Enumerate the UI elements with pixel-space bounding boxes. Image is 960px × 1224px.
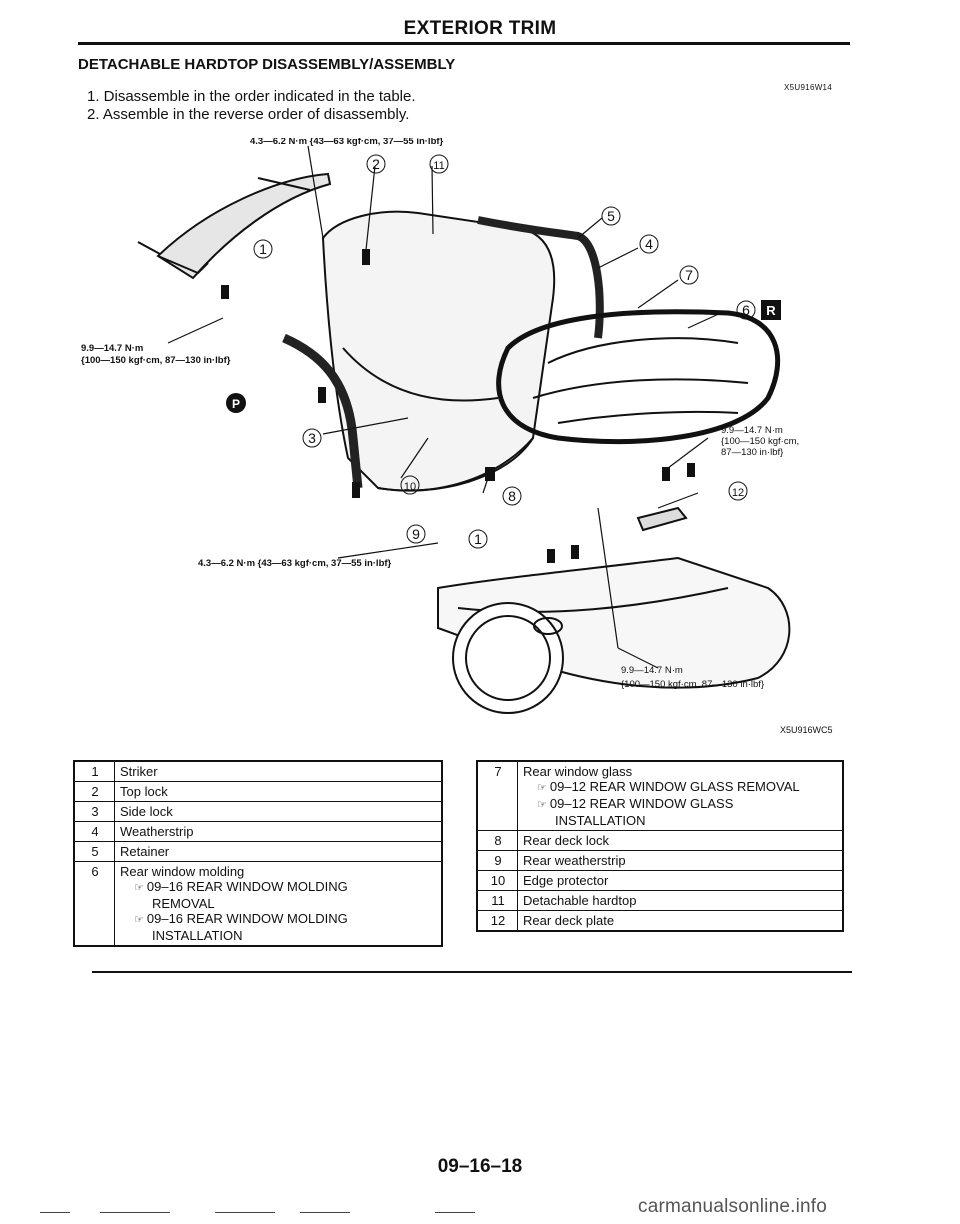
callout-7: 7: [679, 265, 699, 285]
svg-text:R: R: [766, 303, 776, 318]
hand-pointer-icon: ☞: [537, 799, 547, 811]
rear-window-frame: [496, 309, 781, 445]
callout-9: 9: [406, 524, 426, 544]
parts-table-right: 7 Rear window glass ☞09–12 REAR WINDOW G…: [476, 760, 844, 932]
callout-1: 1: [253, 239, 273, 259]
hand-pointer-icon: ☞: [537, 782, 547, 794]
svg-text:7: 7: [685, 267, 693, 283]
scan-artifact: [300, 1212, 350, 1213]
part-name: Rear window molding: [120, 864, 245, 879]
scan-artifact: [100, 1212, 170, 1213]
hand-pointer-icon: ☞: [134, 882, 144, 894]
section-title: DETACHABLE HARDTOP DISASSEMBLY/ASSEMBLY: [78, 56, 456, 73]
svg-text:6: 6: [742, 302, 750, 318]
callout-6: 6: [736, 300, 756, 320]
torque-left-1: 9.9—14.7 N·m: [81, 343, 143, 354]
callout-1b: 1: [468, 529, 488, 549]
hardtop-exploded-diagram: 1 2 11 5 4 7 6 3 10 8 9 12 1 R P 4.3—6.2…: [81, 138, 833, 735]
table-row: 6 Rear window molding ☞09–16 REAR WINDOW…: [74, 861, 442, 947]
svg-text:8: 8: [508, 488, 516, 504]
badge-r: R: [761, 300, 781, 320]
document-code: X5U916W14: [784, 83, 833, 92]
torque-bottom-right-1: 9.9—14.7 N·m: [621, 665, 683, 676]
callout-8: 8: [502, 486, 522, 506]
removal-reference-link[interactable]: ☞09–12 REAR WINDOW GLASS REMOVAL: [537, 779, 800, 794]
svg-text:12: 12: [732, 487, 744, 499]
fastener-bolts: [221, 249, 695, 563]
torque-specs: 4.3—6.2 N·m {43—63 kgf·cm, 37—55 in·lbf}…: [81, 138, 799, 690]
instruction-step-1: 1. Disassemble in the order indicated in…: [87, 88, 416, 105]
watermark-text: carmanualsonline.info: [638, 1196, 828, 1217]
removal-reference-link[interactable]: ☞09–16 REAR WINDOW MOLDING: [134, 879, 348, 894]
weatherstrip-part: [477, 216, 604, 339]
torque-bottom-right-2: {100—150 kgf·cm, 87—130 in·lbf}: [621, 679, 764, 690]
rear-deck-plate: [636, 506, 688, 532]
svg-text:3: 3: [308, 430, 316, 446]
installation-reference-link[interactable]: ☞09–12 REAR WINDOW GLASS: [537, 796, 734, 811]
torque-right-1: 9.9—14.7 N·m: [721, 425, 783, 436]
torque-bottom-mid: 4.3—6.2 N·m {43—63 kgf·cm, 37—55 in·lbf}: [198, 558, 392, 569]
callout-2: 2: [366, 154, 386, 174]
callout-10: 10: [400, 475, 420, 495]
rear-deck-body: [437, 556, 791, 714]
hardtop-shell: [321, 210, 556, 492]
svg-text:5: 5: [607, 208, 615, 224]
callout-4: 4: [639, 234, 659, 254]
page-header-title: EXTERIOR TRIM: [403, 18, 557, 39]
scan-artifact: [215, 1212, 275, 1213]
badge-p: P: [226, 393, 246, 413]
instruction-step-2: 2. Assemble in the reverse order of disa…: [87, 106, 410, 123]
callout-12: 12: [728, 481, 748, 501]
svg-text:10: 10: [404, 481, 416, 493]
callout-3: 3: [302, 428, 322, 448]
side-weatherstrip: [282, 333, 363, 489]
figure-code: X5U916WC5: [780, 725, 833, 735]
table-row: 7 Rear window glass ☞09–12 REAR WINDOW G…: [477, 760, 843, 831]
header-rule: [78, 42, 850, 45]
footer-rule: [92, 971, 852, 973]
torque-right-3: 87—130 in·lbf}: [721, 447, 783, 458]
svg-text:9: 9: [412, 526, 420, 542]
scan-artifact: [40, 1212, 70, 1213]
scan-artifact: [435, 1212, 475, 1213]
installation-reference-link[interactable]: ☞09–16 REAR WINDOW MOLDING: [134, 911, 348, 926]
svg-text:2: 2: [372, 156, 380, 172]
svg-text:1: 1: [259, 241, 267, 257]
callout-numbers: 1 2 11 5 4 7 6 3 10 8 9 12 1: [253, 154, 756, 549]
torque-left-2: {100—150 kgf·cm, 87—130 in·lbf}: [81, 355, 231, 366]
spoiler-part: [137, 172, 332, 280]
svg-text:1: 1: [474, 531, 482, 547]
callout-5: 5: [601, 206, 621, 226]
page-number: 09–16–18: [437, 1156, 523, 1177]
svg-text:P: P: [232, 397, 240, 411]
torque-right-2: {100—150 kgf·cm,: [721, 436, 799, 447]
callout-11: 11: [429, 154, 449, 174]
svg-text:11: 11: [433, 160, 444, 172]
leader-lines: [167, 145, 724, 669]
part-name: Rear window glass: [523, 764, 633, 779]
hand-pointer-icon: ☞: [134, 914, 144, 926]
torque-top-center: 4.3—6.2 N·m {43—63 kgf·cm, 37—55 in·lbf}: [250, 138, 444, 147]
svg-text:4: 4: [645, 236, 653, 252]
